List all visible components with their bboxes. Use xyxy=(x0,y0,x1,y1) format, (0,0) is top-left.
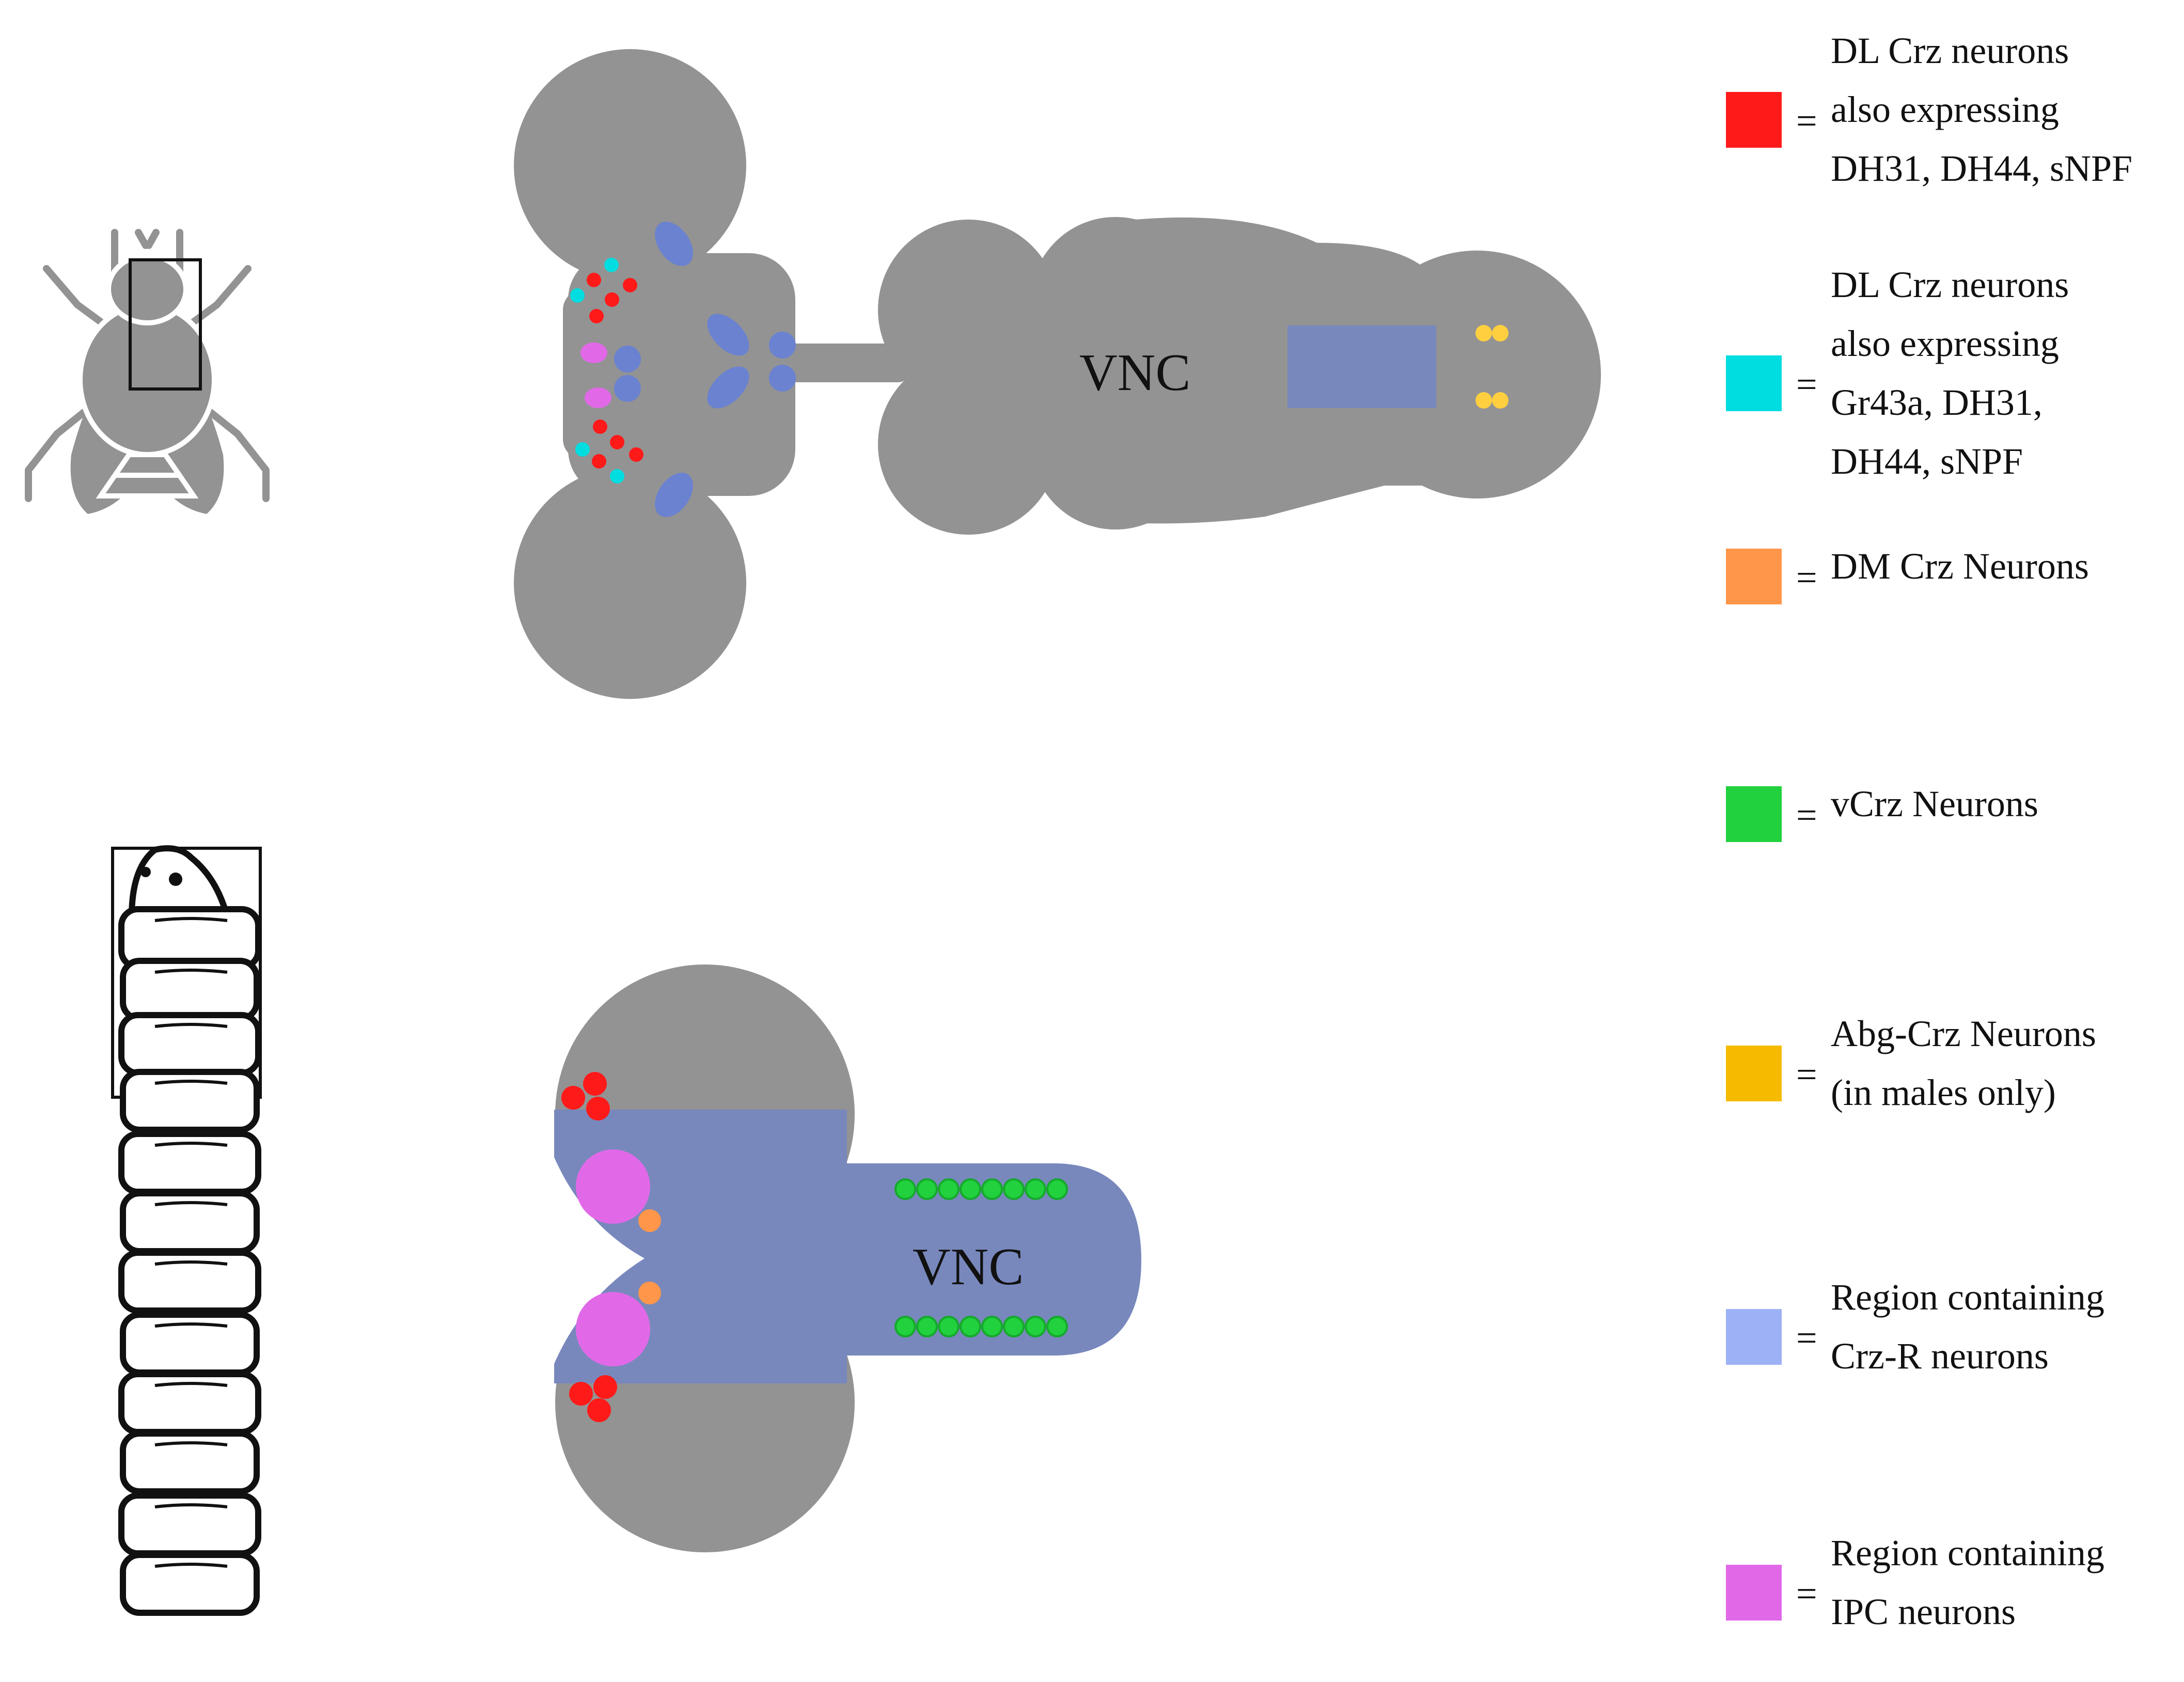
adult-cns xyxy=(514,49,1601,699)
vcrz-neuron xyxy=(1046,1178,1068,1200)
adult-ipc-cells xyxy=(580,342,611,408)
adult-abg-crz-cells xyxy=(1475,325,1509,409)
vcrz-neuron xyxy=(1025,1316,1046,1337)
legend-equals: = xyxy=(1796,557,1817,598)
adult-dl-crz-cyan-cells xyxy=(570,258,624,484)
legend-equals: = xyxy=(1796,100,1817,142)
legend-label: Region containing xyxy=(1831,1532,2104,1574)
legend-label: also expressing xyxy=(1831,89,2059,130)
larva-dm-crz-cells xyxy=(638,1209,661,1304)
vcrz-neuron xyxy=(1003,1178,1025,1200)
legend-swatch xyxy=(1726,549,1782,604)
larva-dl-crz-cells xyxy=(561,1072,617,1422)
legend-label: IPC neurons xyxy=(1831,1591,2016,1632)
legend-swatch xyxy=(1726,1309,1782,1365)
legend-equals: = xyxy=(1796,1573,1817,1614)
legend-label: (in males only) xyxy=(1831,1072,2056,1113)
larva-vnc-label: VNC xyxy=(913,1238,1024,1296)
legend-equals: = xyxy=(1796,795,1817,836)
adult-blue-cells xyxy=(614,222,796,517)
legend-label: DL Crz neurons xyxy=(1831,264,2069,305)
vcrz-neuron xyxy=(960,1178,981,1200)
adult-crz-r-region xyxy=(1287,325,1436,408)
vcrz-neuron xyxy=(916,1178,938,1200)
legend-label: DH44, sNPF xyxy=(1831,441,2023,482)
larva-ipc-region xyxy=(576,1149,650,1366)
legend-swatch xyxy=(1726,1046,1782,1101)
legend-equals: = xyxy=(1796,364,1817,405)
vcrz-neuron xyxy=(894,1316,916,1337)
vcrz-neuron xyxy=(894,1178,916,1200)
vcrz-neuron xyxy=(1003,1316,1025,1337)
vcrz-neuron xyxy=(1025,1178,1046,1200)
legend-equals: = xyxy=(1796,1317,1817,1359)
vcrz-neuron xyxy=(981,1316,1003,1337)
larva-vcrz-cells xyxy=(894,1178,1068,1337)
legend-equals: = xyxy=(1796,1054,1817,1095)
vcrz-neuron xyxy=(938,1178,960,1200)
legend-label: Crz-R neurons xyxy=(1831,1335,2049,1377)
legend-label: vCrz Neurons xyxy=(1831,783,2038,824)
legend-swatch xyxy=(1726,786,1782,842)
vcrz-neuron xyxy=(1046,1316,1068,1337)
legend-swatch xyxy=(1726,1565,1782,1621)
larva-cns xyxy=(554,964,1141,1552)
legend-label: also expressing xyxy=(1831,323,2059,364)
adult-vnc-label: VNC xyxy=(1079,344,1190,402)
vcrz-neuron xyxy=(981,1178,1003,1200)
vcrz-neuron xyxy=(938,1316,960,1337)
legend-swatch xyxy=(1726,92,1782,148)
legend-label: DL Crz neurons xyxy=(1831,30,2069,71)
legend-swatch xyxy=(1726,355,1782,411)
legend-label: Abg-Crz Neurons xyxy=(1831,1013,2096,1054)
legend-label: DH31, DH44, sNPF xyxy=(1831,148,2132,189)
legend-label: Region containing xyxy=(1831,1276,2104,1318)
larva-icon xyxy=(111,845,262,1616)
vcrz-neuron xyxy=(960,1316,981,1337)
legend-label: DM Crz Neurons xyxy=(1831,546,2089,587)
legend-label: Gr43a, DH31, xyxy=(1831,382,2042,423)
vcrz-neuron xyxy=(916,1316,938,1337)
adult-dl-crz-red-cells xyxy=(587,273,643,469)
adult-fly-body xyxy=(70,253,224,514)
